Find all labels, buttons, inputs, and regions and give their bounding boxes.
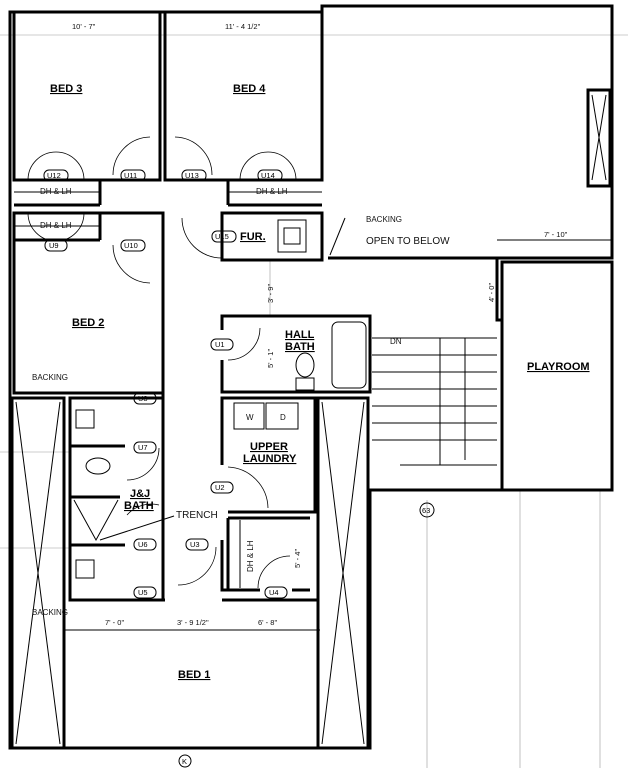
walls xyxy=(8,4,614,750)
backing-label-1: BACKING xyxy=(32,373,68,382)
room-playroom: PLAYROOM xyxy=(527,361,590,373)
room-jj-bath: J&J xyxy=(130,488,150,500)
svg-text:U9: U9 xyxy=(49,241,59,250)
dim-hall-gap: 3' - 9" xyxy=(266,284,275,303)
room-jj-bath-2: BATH xyxy=(124,500,154,512)
trench-label: TRENCH xyxy=(176,510,218,521)
door-tag-u8: U8 xyxy=(133,392,157,405)
room-furnace: FUR. xyxy=(240,231,266,243)
dim-bottom-2: 3' - 9 1/2" xyxy=(177,618,209,627)
dim-bottom-3: 6' - 8" xyxy=(258,618,277,627)
svg-text:U4: U4 xyxy=(269,588,279,597)
room-upper-laundry-2: LAUNDRY xyxy=(243,453,297,465)
room-hall-bath: HALL xyxy=(285,329,315,341)
svg-text:U11: U11 xyxy=(124,171,137,180)
door-tag-u3: U3 xyxy=(185,538,209,551)
svg-text:U1: U1 xyxy=(215,340,225,349)
door-tag-u1: U1 xyxy=(210,338,234,351)
dim-closet: 5' - 4" xyxy=(293,549,302,568)
closet-label-bed4: DH & LH xyxy=(256,187,288,196)
svg-text:U8: U8 xyxy=(138,394,148,403)
dryer-label: D xyxy=(280,413,286,422)
dim-bottom-1: 7' - 0" xyxy=(105,618,124,627)
room-hall-bath-2: BATH xyxy=(285,341,315,353)
stair-down-label: DN xyxy=(390,337,402,346)
room-bed-3: BED 3 xyxy=(50,83,82,95)
dim-open: 7' - 10" xyxy=(544,230,568,239)
room-upper-laundry: UPPER xyxy=(250,441,288,453)
svg-text:U7: U7 xyxy=(138,443,148,452)
door-tag-u2: U2 xyxy=(210,481,234,494)
dim-bed4: 11' - 4 1/2" xyxy=(225,22,261,31)
svg-text:U12: U12 xyxy=(47,171,61,180)
dim-playroom: 4' - 0" xyxy=(487,283,496,302)
dim-bed3: 10' - 7" xyxy=(72,22,96,31)
backing-label-2: BACKING xyxy=(32,608,68,617)
door-tag-u14: U14 xyxy=(257,169,283,182)
svg-text:U15: U15 xyxy=(215,232,229,241)
closet-label-bed3: DH & LH xyxy=(40,187,72,196)
svg-text:K: K xyxy=(182,757,187,766)
grid-marker-63: 63 xyxy=(419,502,435,518)
svg-text:U2: U2 xyxy=(215,483,225,492)
room-bed-4: BED 4 xyxy=(233,83,266,95)
room-bed-2: BED 2 xyxy=(72,317,104,329)
door-tag-u4: U4 xyxy=(264,586,288,599)
door-tag-u12: U12 xyxy=(43,169,69,182)
backing-label-3: BACKING xyxy=(366,215,402,224)
door-tags: U1 U2 U3 U4 U5 U6 U7 U8 U9 U10 U11 U12 U… xyxy=(43,169,288,599)
closet-label-bed2: DH & LH xyxy=(40,221,72,230)
svg-text:63: 63 xyxy=(422,506,430,515)
washer-label: W xyxy=(246,413,254,422)
grid-marker-k: K xyxy=(178,754,192,768)
door-tag-u6: U6 xyxy=(133,538,157,551)
door-tag-u5: U5 xyxy=(133,586,157,599)
doors xyxy=(27,136,297,589)
door-tag-u9: U9 xyxy=(44,239,68,252)
door-tag-u11: U11 xyxy=(120,169,146,182)
door-tag-u10: U10 xyxy=(120,239,146,252)
door-tag-u13: U13 xyxy=(181,169,207,182)
svg-text:U5: U5 xyxy=(138,588,148,597)
grid-lines xyxy=(0,34,628,768)
svg-text:U6: U6 xyxy=(138,540,148,549)
svg-text:U10: U10 xyxy=(124,241,138,250)
svg-text:U13: U13 xyxy=(185,171,199,180)
svg-text:U14: U14 xyxy=(261,171,275,180)
door-tag-u15: U15 xyxy=(211,230,237,243)
svg-text:U3: U3 xyxy=(190,540,200,549)
dim-hall-bath: 5' - 1" xyxy=(266,349,275,368)
open-to-below-label: OPEN TO BELOW xyxy=(366,236,450,247)
room-bed-1: BED 1 xyxy=(178,669,210,681)
closet-label-bed1: DH & LH xyxy=(246,540,255,572)
door-tag-u7: U7 xyxy=(133,441,157,454)
staircase xyxy=(372,337,497,466)
